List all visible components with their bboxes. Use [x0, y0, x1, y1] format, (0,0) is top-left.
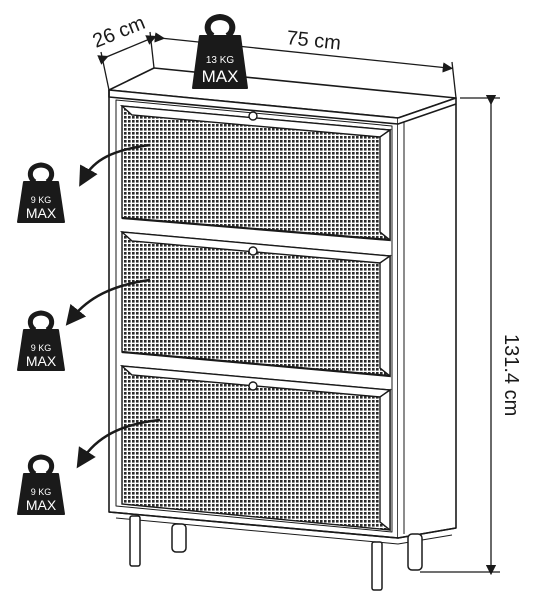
drawer-2[interactable]	[119, 231, 392, 378]
leg-back-left	[171, 523, 187, 553]
drawer-1-weight-value: 9 KG	[31, 195, 52, 205]
leg-back-right	[407, 533, 423, 571]
drawer-2-max-label: MAX	[26, 353, 57, 369]
kettlebell-weight-icon	[17, 310, 65, 371]
drawer-2-weight-value: 9 KG	[31, 343, 52, 353]
drawer-3-weight-value: 9 KG	[31, 487, 52, 497]
curved-arrow-icon	[76, 418, 161, 469]
drawer-2-load: 9 KG MAX	[17, 278, 151, 371]
cabinet-legs	[129, 515, 423, 591]
width-label: 75 cm	[285, 27, 341, 55]
drawer-3-max-label: MAX	[26, 497, 57, 513]
drawer-1-load: 9 KG MAX	[17, 143, 151, 223]
cabinet-right-side	[397, 97, 457, 539]
depth-label: 26 cm	[90, 12, 149, 53]
kettlebell-weight-icon	[17, 454, 65, 515]
drawer-3[interactable]	[119, 365, 392, 532]
top-load-weight-icon: 13 KG MAX	[192, 13, 248, 89]
drawer-1-max-label: MAX	[26, 205, 57, 221]
leg-front-right	[371, 541, 383, 591]
drawer-1-knob	[248, 111, 258, 121]
top-load-max-label: MAX	[202, 67, 239, 86]
depth-dimension-line	[97, 35, 157, 65]
drawer-2-knob	[248, 246, 258, 256]
curved-arrow-icon	[65, 278, 151, 326]
drawer-3-knob	[248, 381, 258, 391]
curved-arrow-icon	[79, 143, 151, 187]
drawer-3-load: 9 KG MAX	[17, 418, 161, 515]
drawer-1[interactable]	[119, 105, 392, 242]
height-label: 131.4 cm	[500, 334, 522, 416]
kettlebell-weight-icon	[17, 162, 65, 223]
top-load-value: 13 KG	[206, 55, 235, 66]
leg-front-left	[129, 515, 141, 567]
